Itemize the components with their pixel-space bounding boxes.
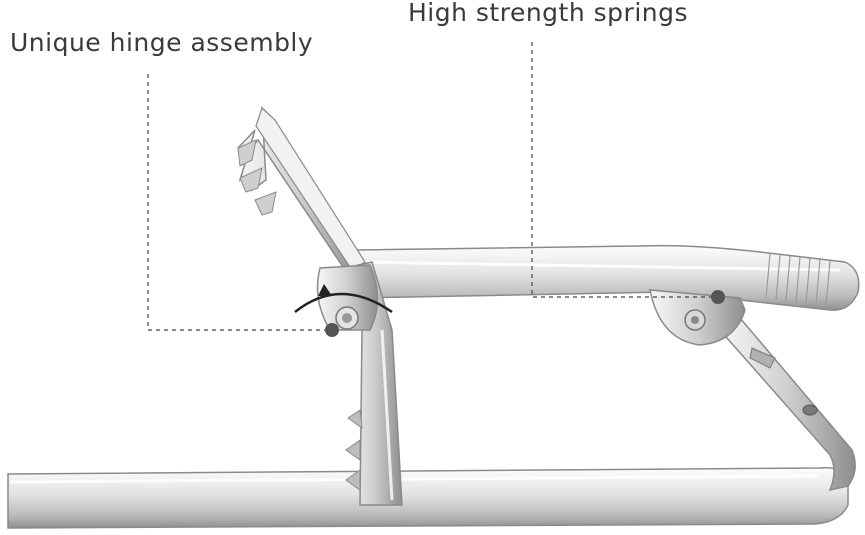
springs-marker-dot (711, 290, 725, 304)
rotation-arrow (294, 292, 393, 314)
front-jaw (237, 106, 366, 272)
springs-callout-label: High strength springs (408, 0, 689, 27)
lever-arm (351, 244, 860, 346)
hinge-callout-label: Unique hinge assembly (10, 28, 314, 57)
hinge-leader-line (147, 74, 332, 331)
base-bar (7, 467, 849, 529)
spring-leaf (718, 317, 856, 492)
springs-leader-line (531, 42, 716, 298)
hinge-marker-dot (325, 323, 339, 337)
hinge-assembly (294, 264, 393, 331)
